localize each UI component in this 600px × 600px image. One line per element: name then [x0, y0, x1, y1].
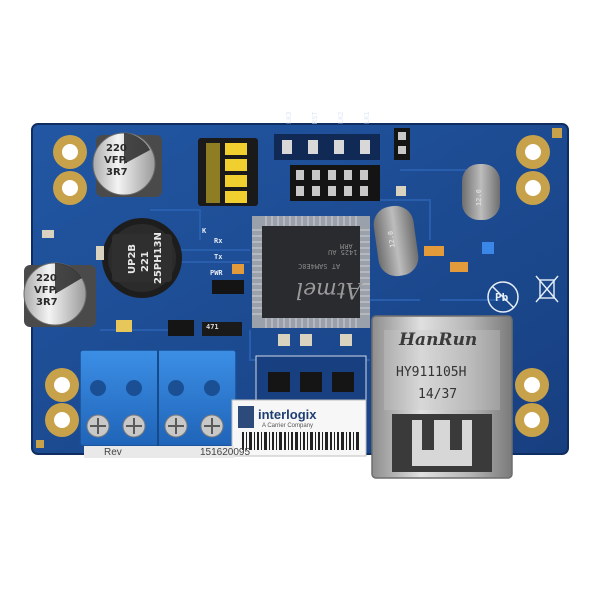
barcode [242, 432, 359, 450]
pin-header [290, 128, 410, 201]
sticker-rev: Rev [104, 447, 122, 458]
silk-lk2: LK2 [337, 111, 345, 124]
rj45-jack [371, 315, 513, 479]
silk-lk1: LK1 [363, 111, 371, 124]
weee-symbol [535, 275, 559, 303]
crystal-left [373, 205, 419, 277]
capacitor-top [92, 132, 162, 197]
mcu-logo: Atmel [296, 277, 362, 302]
capacitor-bottom-line2: VFP. [34, 285, 58, 296]
inductor-line1: UP2B [127, 243, 138, 274]
label-sticker [231, 399, 367, 457]
mcu-part: AT SAM4E8C [298, 262, 341, 270]
silk-tx: Tx [214, 253, 223, 261]
silk-pwr: PWR [210, 269, 223, 277]
inductor-line2: 221 [140, 251, 151, 272]
crystal-right [462, 164, 500, 220]
rj45-brand: HanRun [399, 330, 478, 350]
crystal-right-label: 12.0 [475, 189, 483, 206]
sticker-serial: 151620095 [200, 447, 251, 458]
sticker-brand: interlogix [258, 407, 317, 422]
dip-switch [198, 138, 258, 206]
mounting-pads [36, 128, 562, 448]
silk-lk3: LK3 [285, 111, 293, 124]
rj45-model: HY911105H [396, 365, 467, 380]
pcb-traces [100, 169, 500, 361]
silk-k: K [202, 227, 207, 235]
capacitor-bottom-line1: 220 [36, 273, 57, 284]
smd-components [42, 186, 494, 346]
capacitor-top-line3: 3R7 [106, 167, 128, 178]
mcu-line: ARM [340, 242, 353, 250]
silk-rx: Rx [214, 237, 223, 245]
transistors [255, 355, 367, 401]
power-inductor [102, 218, 182, 298]
link-headers [274, 134, 380, 160]
rj45-date: 14/37 [418, 387, 458, 402]
sticker-sub: A Carrier Company [262, 423, 314, 429]
capacitor-top-line2: VFP. [104, 155, 128, 166]
silk-resistor: 471 [206, 323, 219, 331]
capacitor-bottom-line3: 3R7 [36, 297, 58, 308]
mcu-chip [252, 216, 370, 328]
capacitor-top-line1: 220 [106, 143, 127, 154]
pb-free-symbol [487, 281, 519, 313]
silk-pb: Pb [495, 291, 509, 304]
silk-rst: RST [311, 111, 319, 124]
inductor-line3: 25PH13N [153, 232, 164, 284]
terminal-blocks [79, 349, 237, 447]
pcb-bottom-tab [84, 446, 234, 458]
capacitor-bottom [23, 262, 96, 327]
